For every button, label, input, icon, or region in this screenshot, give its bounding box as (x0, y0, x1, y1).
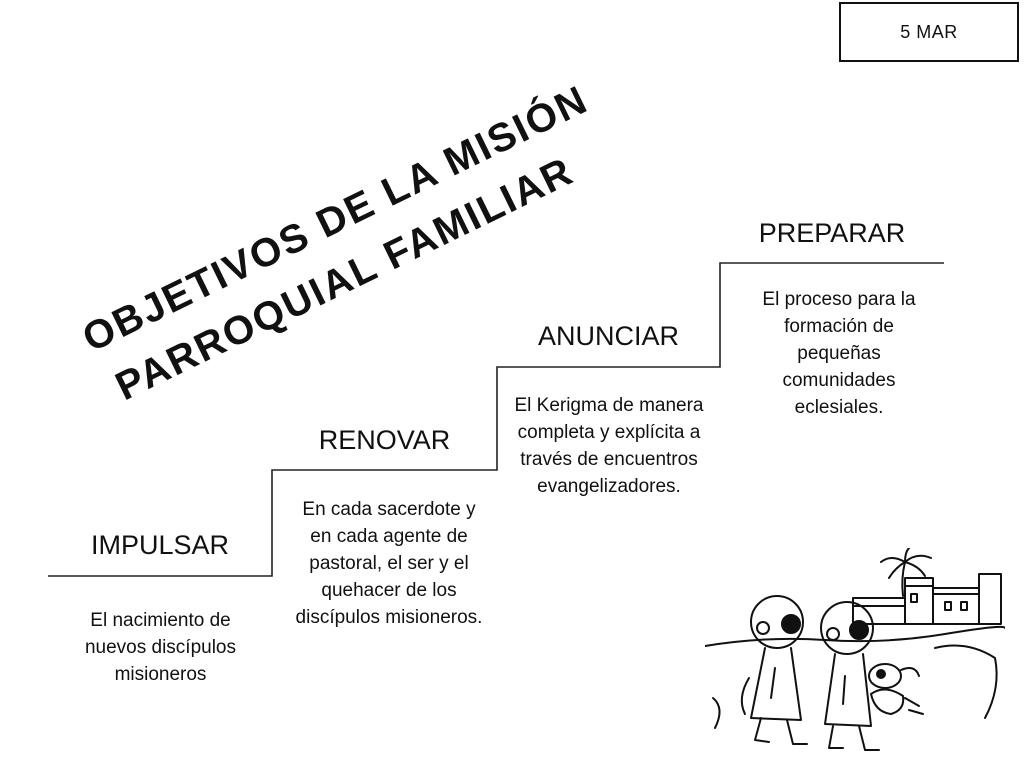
step-desc-anunciar: El Kerigma de manera completa y explícit… (514, 395, 704, 497)
date-box: 5 MAR (839, 2, 1019, 62)
date-label: 5 MAR (900, 21, 958, 42)
staircase-line (48, 262, 944, 577)
step-desc-renovar: En cada sacerdote y en cada agente de pa… (295, 499, 483, 628)
missionary-figure-right (820, 601, 880, 751)
step-label-impulsar: IMPULSAR (90, 530, 230, 560)
step-label-preparar: PREPARAR (758, 218, 906, 248)
missionaries-illustration (705, 548, 1005, 751)
step-desc-impulsar: El nacimiento de nuevos discípulos misio… (84, 610, 237, 685)
missionary-figure-left (740, 595, 808, 745)
small-creature-icon (868, 663, 924, 715)
village-buildings-icon (852, 573, 1002, 625)
step-desc-preparar: El proceso para la formación de pequeñas… (762, 289, 916, 418)
palm-tree-icon (880, 548, 932, 597)
step-label-renovar: RENOVAR (318, 425, 451, 455)
step-label-anunciar: ANUNCIAR (537, 321, 679, 351)
